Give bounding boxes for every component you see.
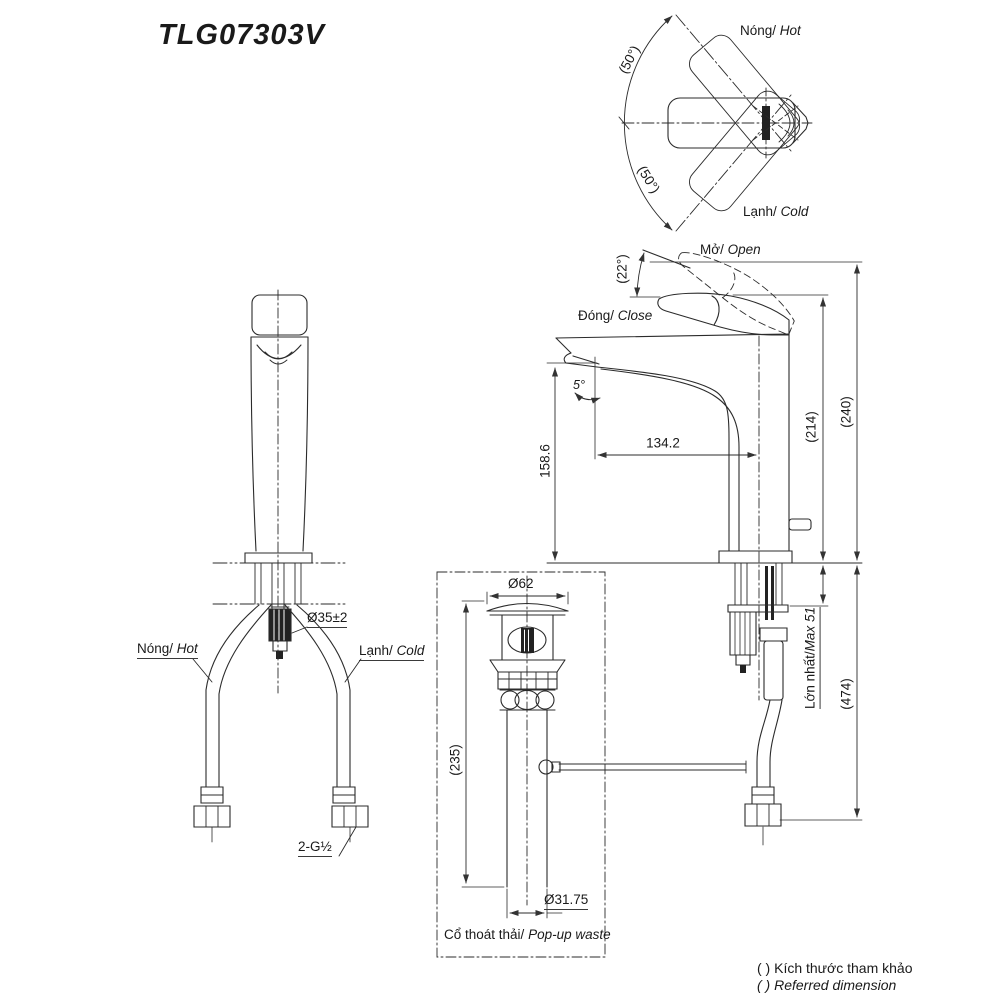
handle-top-view-cold xyxy=(685,86,805,215)
handle-front-view xyxy=(252,295,307,335)
popup-waste-view xyxy=(437,572,605,957)
height-closed-dim: (214) xyxy=(803,411,819,443)
model-number: TLG07303V xyxy=(158,19,325,51)
hose-connector xyxy=(760,628,787,641)
cold-hose-nut xyxy=(332,806,368,827)
spout-opening xyxy=(257,345,301,359)
under-counter-dim: (474) xyxy=(838,678,854,710)
top-view-handle-rotation xyxy=(619,15,812,231)
mounting-washer xyxy=(728,605,788,612)
side-view-under-counter xyxy=(728,563,788,845)
waste-length-dim: (235) xyxy=(447,744,463,776)
base-flange-front xyxy=(245,553,312,563)
top-view-hot-label: Nóng/ Hot xyxy=(740,23,801,38)
popup-lift-knob xyxy=(789,519,811,530)
popup-waste-caption: Cổ thoát thải/ Pop-up waste xyxy=(444,927,611,942)
height-open-dim: (240) xyxy=(838,396,854,428)
spout-reach-dim: 134.2 xyxy=(646,435,680,451)
side-view-faucet xyxy=(547,246,862,845)
base-flange-side xyxy=(719,551,792,563)
handle-top-view-hot xyxy=(685,30,805,159)
top-view-cold-label: Lạnh/ Cold xyxy=(743,204,809,219)
front-view-faucet xyxy=(193,290,368,856)
spout-height-dim: 158.6 xyxy=(537,444,553,478)
valve-body xyxy=(269,609,291,641)
spout-angle-dim: 5° xyxy=(573,378,585,392)
detail-box xyxy=(437,572,605,957)
popup-lever-rod xyxy=(559,764,746,770)
cap-diameter-dim: Ø62 xyxy=(508,576,534,591)
hot-hose-nut xyxy=(194,806,230,827)
pipe-diameter-dim: Ø31.75 xyxy=(544,892,589,910)
cartridge-mark xyxy=(762,106,770,140)
check-valve xyxy=(730,612,756,655)
handle-angle-dim: (22°) xyxy=(614,254,630,284)
waste-cap xyxy=(487,604,568,612)
rod-ball-joint xyxy=(539,760,553,774)
max-counter-thickness-dim: Lớn nhất/Max 51 xyxy=(803,607,821,709)
front-hot-label: Nóng/ Hot xyxy=(137,641,198,659)
thread-size-dim: 2-G½ xyxy=(298,839,332,857)
mounting-hole-dim: Ø35±2 xyxy=(307,610,348,628)
cold-supply-hose xyxy=(297,605,350,787)
supply-nut-side xyxy=(745,804,781,826)
close-label: Đóng/ Close xyxy=(578,308,653,323)
waste-tailpipe xyxy=(507,710,547,887)
front-cold-label: Lạnh/ Cold xyxy=(359,643,425,661)
footnote-vietnamese: ( ) Kích thước tham khảo xyxy=(757,960,913,976)
footnote-english: ( ) Referred dimension xyxy=(757,977,897,993)
open-label: Mở/ Open xyxy=(700,242,761,257)
handle-open-position xyxy=(666,246,805,336)
handle-closed-position xyxy=(657,292,790,336)
hot-supply-hose xyxy=(206,605,259,787)
